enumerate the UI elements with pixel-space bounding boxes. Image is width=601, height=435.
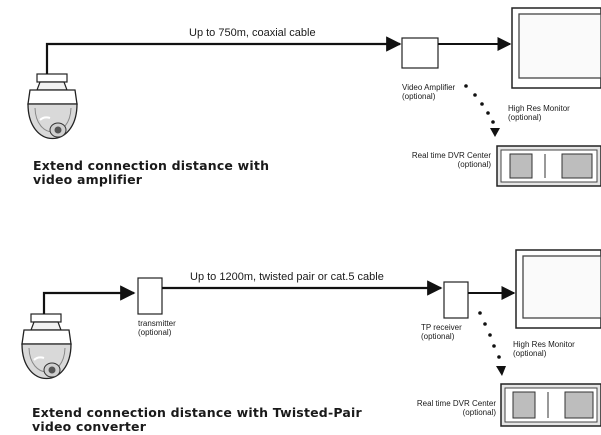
dvr-label-line1: Real time DVR Center xyxy=(416,399,496,408)
receiver-label-line2: (optional) xyxy=(421,332,455,341)
receiver-label-line1: TP receiver xyxy=(421,323,462,332)
ptz-dome-camera-icon xyxy=(21,313,72,380)
receiver-label: TP receiver (optional) xyxy=(421,323,462,341)
crt-monitor-icon xyxy=(515,249,601,329)
amplifier-label-line1: Video Amplifier xyxy=(402,83,456,92)
caption-amplifier-line1: Extend connection distance with xyxy=(33,158,270,173)
diagram-1 xyxy=(27,7,601,187)
dvr-rack-icon xyxy=(496,145,601,187)
dvr-label-line2: (optional) xyxy=(462,408,496,417)
monitor-label-line1: High Res Monitor xyxy=(508,104,570,113)
transmitter-icon xyxy=(137,277,163,315)
amplifier-label-line2: (optional) xyxy=(402,92,436,101)
monitor-label-line2: (optional) xyxy=(513,349,547,358)
diagram-2 xyxy=(21,249,601,427)
tp-receiver-icon xyxy=(443,281,469,319)
caption-twisted-pair: Extend connection distance with Twisted-… xyxy=(32,406,362,434)
monitor-label: High Res Monitor (optional) xyxy=(513,340,575,358)
dvr-label: Real time DVR Center (optional) xyxy=(385,151,491,169)
dvr-label-line2: (optional) xyxy=(457,160,491,169)
dvr-label: Real time DVR Center (optional) xyxy=(390,399,496,417)
dotted-link-dvr xyxy=(464,84,500,137)
caption-amplifier: Extend connection distance with video am… xyxy=(33,159,269,187)
caption-twisted-pair-line2: video converter xyxy=(32,419,147,434)
cable-label-coaxial: Up to 750m, coaxial cable xyxy=(189,27,316,39)
dvr-label-line1: Real time DVR Center xyxy=(411,151,491,160)
dvr-rack-icon xyxy=(500,383,601,427)
ptz-dome-camera-icon xyxy=(27,73,78,140)
video-amplifier-icon xyxy=(401,37,439,69)
cable-label-twisted-pair: Up to 1200m, twisted pair or cat.5 cable xyxy=(190,271,384,283)
monitor-label: High Res Monitor (optional) xyxy=(508,104,570,122)
transmitter-label: transmitter (optional) xyxy=(138,319,176,337)
amplifier-label: Video Amplifier (optional) xyxy=(402,83,455,101)
caption-amplifier-line2: video amplifier xyxy=(33,172,143,187)
monitor-label-line1: High Res Monitor xyxy=(513,340,575,349)
transmitter-label-line2: (optional) xyxy=(138,328,172,337)
monitor-label-line2: (optional) xyxy=(508,113,542,122)
dotted-link-dvr xyxy=(478,311,506,376)
crt-monitor-icon xyxy=(511,7,601,89)
transmitter-label-line1: transmitter xyxy=(138,319,176,328)
caption-twisted-pair-line1: Extend connection distance with Twisted-… xyxy=(32,405,362,420)
